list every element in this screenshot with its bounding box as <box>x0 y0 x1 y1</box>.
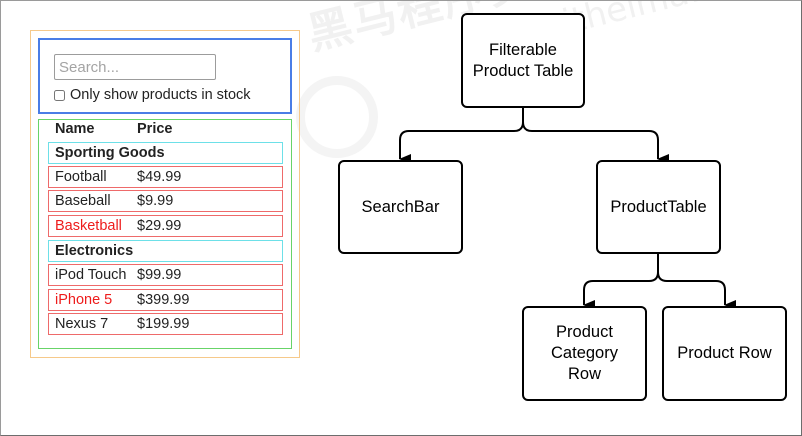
in-stock-checkbox[interactable] <box>54 89 65 101</box>
product-price: $29.99 <box>137 218 182 234</box>
product-row: Baseball $9.99 <box>48 190 283 212</box>
product-name-out-of-stock: Basketball <box>55 218 122 234</box>
product-row: Nexus 7 $199.99 <box>48 313 283 335</box>
filterable-product-table-outline <box>30 30 300 358</box>
category-name: Electronics <box>55 243 134 259</box>
search-bar-outline <box>38 38 292 114</box>
product-name: Nexus 7 <box>55 316 109 332</box>
product-name: Football <box>55 169 107 185</box>
product-name: Baseball <box>55 193 111 209</box>
product-table-outline <box>38 119 292 349</box>
category-name: Sporting Goods <box>55 145 165 161</box>
product-row: iPod Touch $99.99 <box>48 264 283 286</box>
product-row: Football $49.99 <box>48 166 283 188</box>
search-input[interactable] <box>54 54 216 80</box>
product-row: Basketball $29.99 <box>48 215 283 237</box>
node-searchbar: SearchBar <box>338 160 463 254</box>
product-price: $9.99 <box>137 193 174 209</box>
in-stock-filter[interactable]: Only show products in stock <box>54 86 251 104</box>
column-header-price: Price <box>137 121 173 137</box>
product-name-out-of-stock: iPhone 5 <box>55 292 113 308</box>
node-filterable-product-table: Filterable Product Table <box>461 13 585 108</box>
node-product-row: Product Row <box>662 306 787 401</box>
product-price: $199.99 <box>137 316 190 332</box>
category-row: Electronics <box>48 240 283 262</box>
product-price: $399.99 <box>137 292 190 308</box>
product-row: iPhone 5 $399.99 <box>48 289 283 311</box>
column-header-name: Name <box>55 121 95 137</box>
node-product-category-row: Product Category Row <box>522 306 647 401</box>
product-name: iPod Touch <box>55 267 127 283</box>
category-row: Sporting Goods <box>48 142 283 164</box>
node-producttable: ProductTable <box>596 160 721 254</box>
product-price: $99.99 <box>137 267 182 283</box>
in-stock-label: Only show products in stock <box>70 87 251 103</box>
product-price: $49.99 <box>137 169 182 185</box>
